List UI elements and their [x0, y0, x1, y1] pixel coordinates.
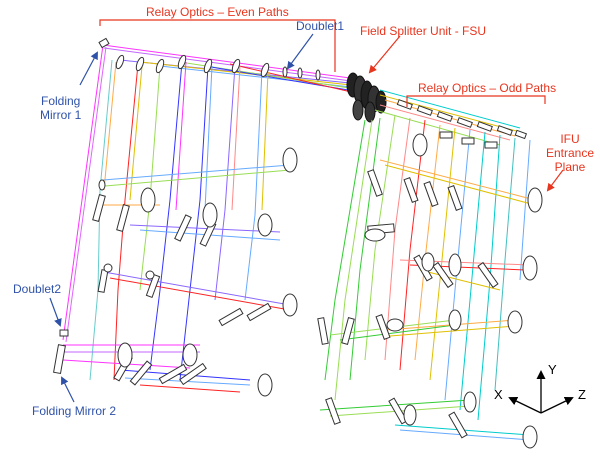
folding-mirror-1-label: Folding Mirror 1 — [40, 94, 82, 122]
axis-y-label: Y — [548, 362, 557, 377]
folding-mirror-1-arrow — [79, 51, 98, 86]
doublet2-arrow — [49, 297, 62, 327]
ifu-entrance-arrow — [546, 169, 564, 192]
doublet2-label: Doublet2 — [13, 282, 62, 296]
even-paths-optics — [53, 37, 321, 397]
relay-even-bracket — [99, 19, 336, 72]
folding-mirror-2-arrow — [61, 376, 75, 403]
axis-z-label: Z — [578, 387, 586, 402]
relay-optics-even-label: Relay Optics – Even Paths — [146, 5, 289, 19]
fsu-arrow — [368, 35, 401, 74]
ifu-entrance-plane-label: IFU Entrance Plane — [546, 132, 595, 174]
folding-mirror-2-label: Folding Mirror 2 — [32, 404, 117, 418]
fsu-label: Field Splitter Unit - FSU — [360, 24, 487, 38]
annotation-graphics — [49, 19, 564, 403]
axis-x-label: X — [494, 387, 503, 402]
odd-paths-optics — [317, 99, 543, 449]
fsu-cluster — [346, 72, 387, 123]
odd-paths-ray-group — [319, 89, 536, 441]
axis-z-arrow — [540, 396, 574, 414]
doublet1-arrow — [286, 33, 314, 70]
relay-odd-bracket — [406, 95, 546, 107]
doublet1-label: Doublet1 — [296, 19, 345, 33]
coordinate-axes — [508, 370, 574, 414]
relay-optics-odd-label: Relay Optics – Odd Paths — [418, 81, 557, 95]
axis-x-arrow — [508, 396, 542, 414]
